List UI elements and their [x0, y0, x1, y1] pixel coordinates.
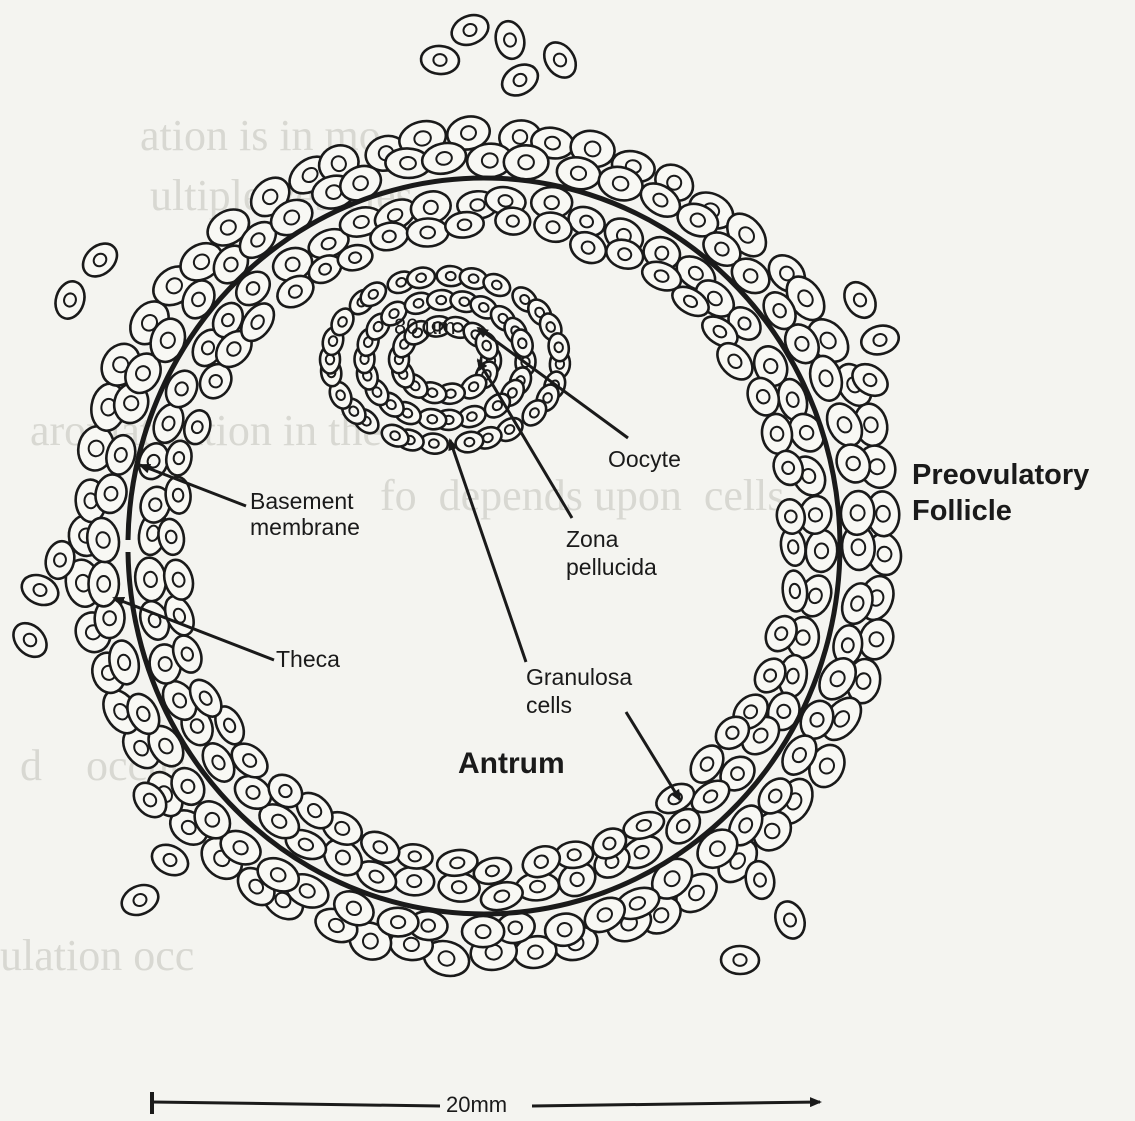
granulosa-arrow-outer	[626, 712, 680, 800]
antrum-label: Antrum	[458, 748, 565, 780]
theca-cell	[721, 946, 760, 975]
oocyte-size-label: 80 µm	[394, 314, 456, 340]
zona-pellucida-label-2: pellucida	[566, 554, 657, 580]
granulosa-cell	[494, 206, 531, 236]
granulosa-cell	[394, 866, 435, 896]
oocyte-label: Oocyte	[608, 446, 681, 472]
theca-cell	[447, 10, 493, 51]
theca-cell	[838, 276, 882, 323]
cumulus-cell	[405, 265, 437, 290]
granulosa-cell	[396, 842, 434, 870]
granulosa-cell	[805, 529, 839, 573]
theca-cell	[497, 58, 544, 101]
theca-cell	[420, 45, 460, 76]
theca-cells	[7, 10, 905, 981]
theca-cell	[147, 839, 194, 881]
granulosa-cell	[133, 556, 168, 603]
basement-membrane-label-2: membrane	[250, 514, 360, 540]
theca-cell	[770, 897, 809, 942]
granulosa-cell	[444, 210, 486, 240]
scale-bar-label: 20mm	[446, 1092, 507, 1118]
theca-cell	[377, 907, 418, 937]
granulosa-arrow-inner	[450, 440, 526, 662]
theca-cell	[7, 617, 53, 664]
granulosa-cells-label-1: Granulosa	[526, 664, 632, 690]
granulosa-cell	[620, 807, 667, 843]
granulosa-cells-label-2: cells	[526, 692, 572, 718]
theca-cell	[117, 879, 163, 920]
scale-bar-right	[532, 1102, 820, 1106]
theca-cell	[462, 916, 504, 947]
granulosa-cell	[407, 218, 449, 247]
granulosa-cell	[164, 439, 194, 477]
figure-title-line-1: Preovulatory	[912, 458, 1089, 492]
theca-cell	[77, 237, 124, 283]
cumulus-cells	[319, 265, 570, 455]
theca-cell	[858, 322, 902, 359]
scale-bar-left	[152, 1102, 440, 1106]
basement-membrane-line	[128, 178, 840, 914]
theca-label: Theca	[276, 646, 340, 672]
theca-cell	[51, 278, 89, 322]
theca-cell	[538, 36, 583, 83]
granulosa-cells	[133, 185, 838, 915]
figure-title-line-2: Follicle	[912, 494, 1012, 528]
theca-cell	[504, 145, 549, 180]
granulosa-cell	[781, 569, 810, 612]
zona-pellucida-label-1: Zona	[566, 526, 618, 552]
basement-membrane-label-1: Basement	[250, 488, 354, 514]
granulosa-cell	[160, 556, 198, 603]
theca-cell	[492, 18, 528, 61]
